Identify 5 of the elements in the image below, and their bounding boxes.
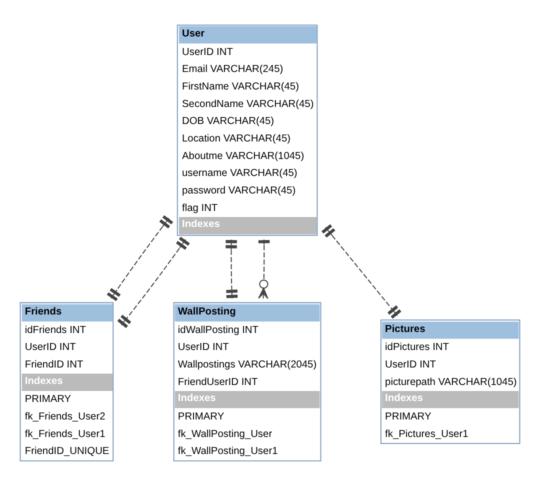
connector xyxy=(226,240,238,298)
connector xyxy=(106,215,174,302)
connector xyxy=(117,236,190,328)
connector xyxy=(258,240,270,300)
connector xyxy=(321,224,402,319)
